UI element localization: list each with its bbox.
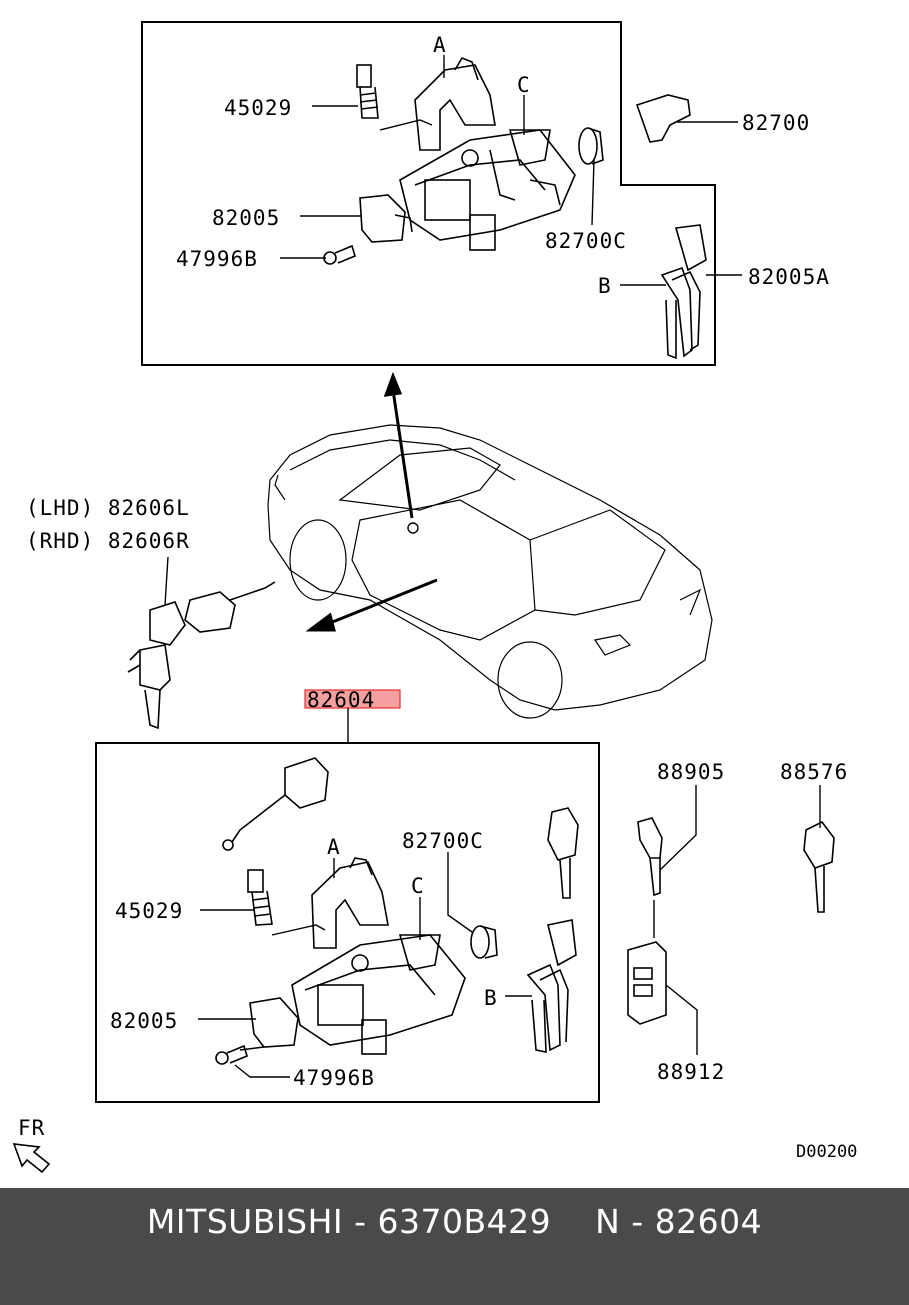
label-bot-45029: 45029 (115, 899, 183, 923)
label-top-c: C (517, 73, 531, 97)
footer-bar: MITSUBISHI - 6370B429 N - 82604 (0, 1188, 909, 1305)
bottom-bolt-45029 (247, 869, 273, 926)
label-top-a: A (433, 33, 447, 57)
top-retainer-82700c (578, 127, 604, 165)
label-bot-82700c: 82700C (402, 829, 484, 853)
label-88905: 88905 (657, 760, 725, 784)
bottom-transponder-key (547, 807, 579, 899)
label-top-82005a: 82005A (748, 265, 830, 289)
label-bot-82005: 82005 (110, 1009, 178, 1033)
diagram-code: D00200 (796, 1142, 857, 1162)
top-key-set (660, 224, 707, 360)
label-top-47996b: 47996B (176, 247, 258, 271)
door-lock-leader (164, 556, 169, 606)
label-bot-c: C (411, 874, 425, 898)
bottom-key-set (526, 919, 577, 1053)
bottom-screw-47996b (215, 1044, 248, 1065)
bottom-door-cylinder (222, 757, 329, 851)
top-screw-47996b (323, 244, 356, 265)
main-part-highlight (304, 689, 401, 709)
top-switch-82005 (359, 194, 413, 243)
door-lock-cylinder (127, 581, 276, 730)
label-88576: 88576 (780, 760, 848, 784)
label-lhd: (LHD) 82606L (26, 496, 190, 520)
label-top-82700c: 82700C (545, 229, 627, 253)
bottom-bracket-a (311, 857, 389, 949)
top-cap-82700 (635, 94, 691, 143)
label-main-part: 82604 (307, 688, 375, 712)
label-bot-a: A (327, 835, 341, 859)
top-bracket-a (414, 57, 496, 151)
top-ignition-lock-assembly (399, 129, 576, 251)
label-88912: 88912 (657, 1060, 725, 1084)
label-rhd: (RHD) 82606R (26, 529, 190, 553)
callout-arrows (305, 371, 438, 632)
bottom-leader-lines (198, 852, 532, 1078)
label-top-b: B (598, 274, 612, 298)
bottom-switch-82005 (249, 997, 299, 1048)
top-detail-frame (141, 21, 716, 366)
parts-diagram: 45029 A C 82700 82005 82700C 47996B B 82… (12, 21, 857, 1174)
key-88576 (803, 820, 835, 913)
front-arrow-icon (12, 1143, 51, 1174)
label-bot-b: B (484, 986, 498, 1010)
top-leader-lines (280, 55, 742, 286)
top-bolt-45029 (356, 64, 379, 119)
label-bot-47996b: 47996B (293, 1066, 375, 1090)
car-outline (267, 424, 713, 719)
right-leader-lines (653, 785, 821, 1055)
label-top-82700: 82700 (742, 111, 810, 135)
remote-fob-88912 (627, 941, 667, 1025)
key-blank-88905 (637, 817, 663, 897)
label-top-82005: 82005 (212, 206, 280, 230)
bottom-ignition-lock-assembly (291, 934, 466, 1055)
label-fr: FR (18, 1116, 45, 1140)
bottom-detail-frame (95, 742, 600, 1103)
label-top-45029: 45029 (224, 96, 292, 120)
footer-part-reference: MITSUBISHI - 6370B429 N - 82604 (146, 1202, 763, 1241)
bottom-retainer-82700c (470, 925, 498, 959)
ignition-location-marker (407, 522, 419, 534)
